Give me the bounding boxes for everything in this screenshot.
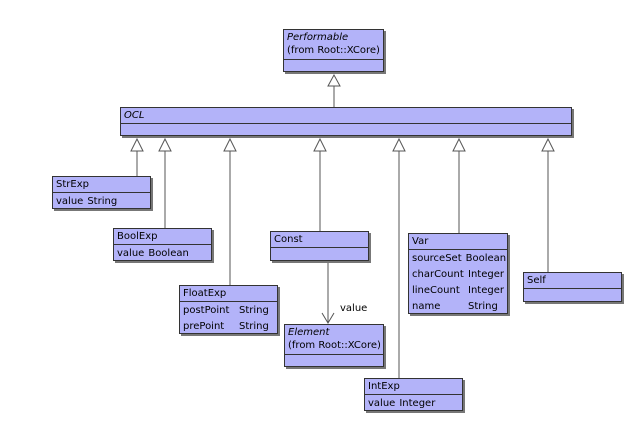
class-name: Var	[412, 236, 429, 247]
attribute: sourceSet Boolean	[412, 251, 507, 267]
attribute-name: prePoint	[183, 321, 225, 332]
class-element[interactable]: Element (from Root::XCore)	[284, 324, 384, 367]
attribute: postPoint String	[183, 303, 274, 319]
attribute-compartment: value Boolean	[114, 245, 211, 263]
attribute: lineCount Integer	[412, 283, 504, 299]
class-name: Element	[288, 327, 330, 338]
class-name: BoolExp	[117, 231, 158, 242]
generalization-arrowhead	[130, 137, 144, 152]
attribute-type: Integer	[468, 285, 504, 296]
class-boolexp[interactable]: BoolExp value Boolean	[113, 228, 212, 261]
association-label: value	[340, 303, 368, 314]
attribute: name String	[412, 299, 504, 315]
attribute-name: value	[368, 398, 396, 409]
attribute-name: name	[412, 301, 441, 312]
class-self[interactable]: Self	[523, 272, 622, 302]
generalization-arrowhead	[327, 73, 341, 87]
class-name: Const	[274, 234, 303, 245]
attribute-compartment: value Integer	[365, 395, 462, 413]
class-name: OCL	[124, 110, 145, 121]
generalization-arrowhead	[223, 137, 237, 152]
class-const[interactable]: Const	[270, 231, 369, 261]
class-package: (from Root::XCore)	[288, 340, 381, 351]
class-header: StrExp	[53, 177, 150, 193]
attribute-type: String	[239, 321, 269, 332]
generalization-arrowhead	[452, 137, 466, 152]
attribute-name: sourceSet	[412, 253, 462, 264]
attribute: value Boolean	[117, 246, 208, 262]
attribute-name: charCount	[412, 269, 464, 280]
attribute-type: Integer	[468, 269, 504, 280]
attribute-compartment: postPoint String prePoint String	[180, 302, 277, 336]
attribute: charCount Integer	[412, 267, 504, 283]
class-intexp[interactable]: IntExp value Integer	[364, 378, 463, 411]
attribute-type: String	[239, 305, 269, 316]
generalization-arrowhead	[541, 137, 555, 152]
attribute-type: Integer	[399, 398, 436, 409]
class-header: Self	[524, 273, 621, 289]
attribute-type: Boolean	[465, 253, 507, 264]
class-header: FloatExp	[180, 286, 277, 302]
class-header: Element (from Root::XCore)	[285, 325, 383, 355]
class-strexp[interactable]: StrExp value String	[52, 176, 151, 209]
attribute-compartment: value String	[53, 193, 150, 211]
attribute-type: String	[87, 196, 118, 207]
class-package: (from Root::XCore)	[287, 45, 380, 56]
attribute-name: postPoint	[183, 305, 230, 316]
class-header: Var	[409, 234, 507, 250]
class-floatexp[interactable]: FloatExp postPoint String prePoint Strin…	[179, 285, 278, 334]
generalization-arrowhead	[392, 137, 406, 152]
attribute: value String	[56, 194, 147, 210]
generalization-arrowhead	[313, 137, 327, 152]
attribute-name: value	[117, 248, 145, 259]
attribute: prePoint String	[183, 319, 274, 335]
class-name: FloatExp	[183, 288, 227, 299]
class-ocl[interactable]: OCL	[120, 107, 572, 136]
attribute-name: value	[56, 196, 84, 207]
class-performable[interactable]: Performable (from Root::XCore)	[283, 29, 384, 72]
class-header: BoolExp	[114, 229, 211, 245]
class-name: IntExp	[368, 381, 400, 392]
class-name: Performable	[287, 32, 349, 43]
class-header: Const	[271, 232, 368, 248]
class-name: Self	[527, 275, 546, 286]
attribute-type: String	[468, 301, 498, 312]
class-header: Performable (from Root::XCore)	[284, 30, 383, 60]
class-header: OCL	[121, 108, 571, 124]
attribute: value Integer	[368, 396, 459, 412]
attribute-type: Boolean	[148, 248, 189, 259]
association-arrowhead	[321, 312, 335, 324]
class-header: IntExp	[365, 379, 462, 395]
class-var[interactable]: Var sourceSet Boolean charCount Integer …	[408, 233, 508, 314]
attribute-compartment: sourceSet Boolean charCount Integer line…	[409, 250, 507, 316]
generalization-arrowhead	[158, 137, 172, 152]
class-name: StrExp	[56, 179, 89, 190]
attribute-name: lineCount	[412, 285, 460, 296]
